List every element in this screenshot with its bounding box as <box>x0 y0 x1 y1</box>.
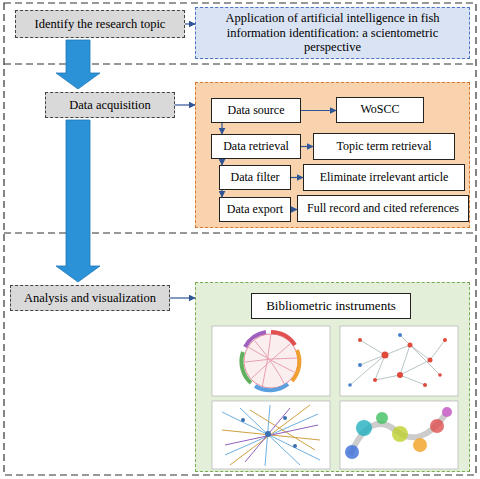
node-text: Bibliometric instruments <box>263 299 399 314</box>
overlay-nodes <box>241 416 297 448</box>
step-label: Analysis and visualization <box>10 285 170 311</box>
cluster-blob <box>430 419 444 433</box>
acquisition-panel: Data source WoSCC Data retrieval Topic term… <box>195 82 470 228</box>
chord-thumbnail <box>212 326 330 396</box>
flow-arrow <box>221 190 222 197</box>
node-text: Topic term retrieval <box>333 140 434 154</box>
block-arrow <box>56 120 100 282</box>
flow-arrow <box>301 146 313 147</box>
chord-arc <box>245 332 266 347</box>
cluster-blob <box>345 445 359 459</box>
network-thumbnail <box>340 326 458 396</box>
node-text: Full record and cited references <box>304 202 462 216</box>
chord-arc <box>255 384 288 390</box>
block-arrow <box>56 40 100 89</box>
process-box: Data export <box>219 197 291 222</box>
chord-lines <box>245 334 298 388</box>
thumbnail-frame <box>340 401 458 469</box>
overlay-links <box>222 405 320 465</box>
node-text: Data source <box>225 104 288 118</box>
overlay-links <box>225 408 318 462</box>
cluster-trail <box>350 415 445 455</box>
process-box: Data filter <box>219 165 291 190</box>
chord-arc <box>292 350 299 381</box>
cluster-blob <box>376 412 388 424</box>
node-text: Identify the research topic <box>32 17 169 31</box>
node-text: Data filter <box>228 171 283 185</box>
node-text: Data retrieval <box>220 140 292 154</box>
process-box: Full record and cited references <box>297 195 469 222</box>
cluster-blob <box>392 426 408 442</box>
chord-arc <box>241 352 251 383</box>
node-text: WoSCC <box>357 103 402 117</box>
flow-arrow <box>185 23 195 24</box>
process-box: WoSCC <box>336 97 424 123</box>
overlay-links <box>222 405 320 466</box>
step-label: Data acquisition <box>45 92 175 118</box>
cluster-thumbnail <box>340 401 458 469</box>
topic-box: Application of artificial intelligence i… <box>195 7 470 59</box>
flow-arrow <box>221 159 222 165</box>
flow-arrow <box>291 177 303 178</box>
node-text: Application of artificial intelligence i… <box>196 11 469 54</box>
node-text: Data acquisition <box>66 98 154 112</box>
cluster-blob <box>413 438 427 452</box>
overlay-thumbnail <box>212 401 330 469</box>
node-text: Analysis and visualization <box>21 291 159 305</box>
flow-arrow <box>301 110 336 111</box>
cluster-blob <box>356 420 372 436</box>
network-links <box>350 335 445 385</box>
thumbnail-frame <box>340 326 458 396</box>
process-box: Topic term retrieval <box>313 133 455 160</box>
node-text: Eliminate irrelevant article <box>317 171 452 185</box>
flow-arrow <box>291 209 297 210</box>
thumbnail-frame <box>212 326 330 396</box>
outer-dashed-frame <box>4 3 476 475</box>
heading-box: Bibliometric instruments <box>251 293 411 319</box>
thumbnail-frame <box>212 401 330 469</box>
network-nodes <box>358 338 447 387</box>
process-box: Data retrieval <box>211 134 301 159</box>
flow-arrow <box>170 297 195 298</box>
step-label: Identify the research topic <box>15 10 185 38</box>
node-text: Data export <box>224 203 286 217</box>
cluster-blob <box>442 407 452 417</box>
network-nodes <box>348 333 402 387</box>
chord-arc <box>271 332 295 345</box>
process-box: Eliminate irrelevant article <box>303 164 465 191</box>
chord-circle <box>244 334 298 388</box>
flow-arrow <box>175 104 195 105</box>
process-box: Data source <box>211 98 301 123</box>
flow-arrow <box>221 123 222 134</box>
